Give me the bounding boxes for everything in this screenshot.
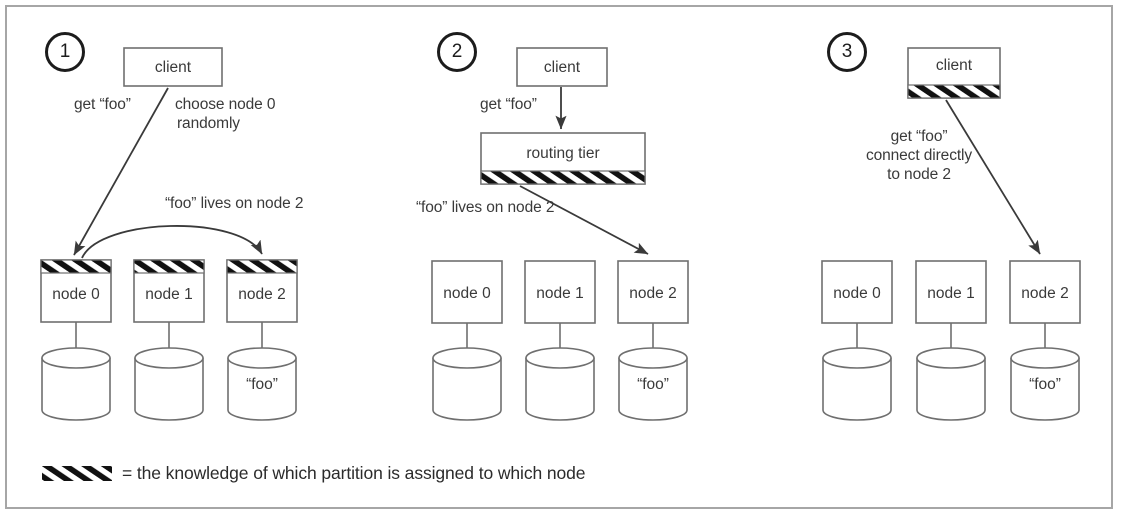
legend-label: = the knowledge of which partition is as… [122, 463, 586, 483]
panel-1-node-0-label: node 0 [52, 286, 100, 303]
panel-2-router-box [480, 132, 646, 185]
panel-3-label-get-foo: get “foo” [890, 128, 948, 145]
legend-hatch-swatch [42, 466, 112, 481]
panel-1-node-1 [133, 259, 205, 421]
panel-1-node-2-store-value: “foo” [246, 376, 278, 393]
panel-2-number: 2 [437, 32, 477, 72]
panel-2-label-foo-lives: “foo” lives on node 2 [416, 199, 555, 216]
panel-2-node-1-label: node 1 [536, 285, 584, 302]
panel-2-node-2-store-value: “foo” [637, 376, 669, 393]
panel-2-router-hatch [480, 170, 646, 185]
panel-1-node-0-hatch [40, 259, 112, 274]
panel-3-client-box [907, 47, 1001, 99]
panel-3-node-1 [915, 260, 987, 421]
panel-2-label-get-foo: get “foo” [480, 96, 537, 113]
panel-1-node-1-hatch [133, 259, 205, 274]
panel-3-node-1-label: node 1 [927, 285, 975, 302]
panel-3-node-2-label: node 2 [1021, 285, 1069, 302]
panel-3-node-2-store-value: “foo” [1029, 376, 1061, 393]
panel-1-node-2-hatch [226, 259, 298, 274]
panel-1-number: 1 [45, 32, 85, 72]
panel-1-client-box [123, 47, 223, 87]
panel-1-label-randomly: randomly [177, 115, 240, 132]
panel-1-node-0 [40, 259, 112, 421]
panel-2-arrow-router-to-node2 [519, 185, 649, 255]
panel-3-node-0 [821, 260, 893, 421]
panel-2-node-0 [431, 260, 503, 421]
panel-2-node-2-label: node 2 [629, 285, 677, 302]
panel-3-number: 3 [827, 32, 867, 72]
panel-2-router-label: routing tier [526, 145, 600, 162]
panel-1-arrow-node0-to-node2 [81, 225, 263, 259]
panel-2-node-2 [617, 260, 689, 421]
panel-3-node-0-label: node 0 [833, 285, 881, 302]
panel-3-arrow-client-to-node2 [945, 99, 1041, 255]
panel-1-node-2 [226, 259, 298, 421]
panel-3-label-connect-directly: connect directly [865, 147, 973, 164]
panel-1-node-1-label: node 1 [145, 286, 193, 303]
panel-1-arrow-client-to-node0 [73, 87, 169, 256]
panel-3-node-2 [1009, 260, 1081, 421]
panel-2-client-label: client [543, 59, 581, 76]
panel-3-client-label: client [935, 57, 973, 74]
panel-2-node-0-label: node 0 [443, 285, 491, 302]
panel-3-label-to-node2: to node 2 [887, 166, 951, 183]
panel-3-client-hatch [907, 84, 1001, 99]
panel-2-node-1 [524, 260, 596, 421]
panel-1-label-foo-lives: “foo” lives on node 2 [165, 195, 304, 212]
panel-1-label-choose-node: choose node 0 [175, 96, 276, 113]
panel-1-label-get-foo: get “foo” [74, 96, 131, 113]
panel-1-client-label: client [154, 59, 192, 76]
panel-1-node-2-label: node 2 [238, 286, 286, 303]
panel-2-client-box [516, 47, 608, 87]
